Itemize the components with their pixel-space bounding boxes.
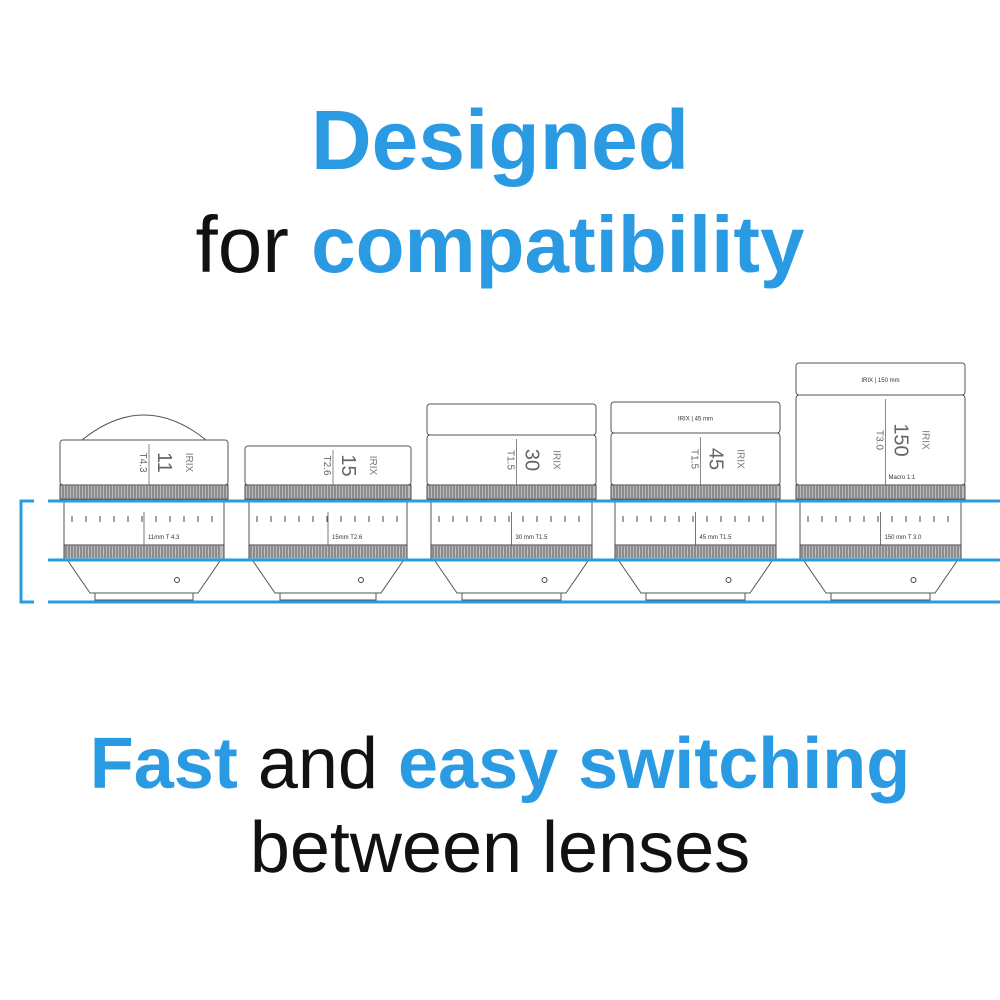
lens-lineup-illustration: 11 T4.3 IRIX 11mm T 4.3 15 T2.6 IRIX 15mm T2.6 3…	[19, 362, 1000, 604]
focal-length-label: 11	[153, 452, 175, 473]
lens-mount-taper	[252, 560, 404, 594]
macro-label: Macro 1:1	[889, 475, 916, 481]
headline-compatibility: for compatibility	[0, 205, 1000, 285]
headline-line2-emphasis: compatibility	[311, 200, 805, 289]
focus-gear	[244, 484, 412, 500]
t-stop-label: T1.5	[689, 449, 700, 469]
t-stop-label: T1.5	[505, 450, 516, 470]
lens-mount-taper	[618, 560, 773, 594]
lens-45mm: IRIX | 45 mm 45 T1.5 IRIX 45 mm T1.5	[610, 401, 781, 601]
lens-mount	[461, 592, 562, 601]
t-stop-label: T4.3	[137, 452, 148, 472]
lens-15mm: 15 T2.6 IRIX 15mm T2.6	[244, 445, 412, 601]
lens-mount-taper	[803, 560, 958, 594]
lens-mount	[645, 592, 746, 601]
lens-30mm: 30 T1.5 IRIX 30 mm T1.5	[426, 403, 597, 601]
lens-mount-taper	[434, 560, 589, 594]
brand-label: IRIX	[920, 430, 931, 450]
headline-line2-prefix: for	[195, 200, 289, 289]
bracket	[19, 499, 34, 604]
headline-line1: Designed	[310, 93, 690, 187]
lens-mount-taper	[67, 560, 221, 594]
mount-screw	[541, 577, 548, 583]
headline-fast: Fast	[89, 724, 238, 804]
lens-150mm: IRIX | 150 mm 150 T3.0 IRIX Macro 1:1 150 mm …	[795, 362, 966, 601]
headline-between-lenses: between lenses	[0, 812, 1000, 884]
barrel-label: 150 mm T 3.0	[885, 535, 922, 541]
lens-hood	[426, 403, 597, 436]
headline-fast-switching: Fast and easy switching	[0, 728, 1000, 800]
headline-easy-switching: easy switching	[398, 724, 911, 804]
lens-mount	[830, 592, 931, 601]
lens-11mm: 11 T4.3 IRIX 11mm T 4.3	[59, 414, 229, 601]
hood-label: IRIX | 150 mm	[861, 378, 899, 384]
t-stop-label: T2.6	[321, 455, 332, 475]
mount-screw	[358, 577, 364, 583]
lens-mount	[279, 592, 377, 601]
hood-label: IRIX | 45 mm	[678, 417, 713, 423]
barrel-label: 15mm T2.6	[332, 535, 363, 541]
focal-length-label: 150	[890, 423, 912, 456]
mount-screw	[910, 577, 917, 583]
brand-label: IRIX	[183, 453, 194, 473]
brand-label: IRIX	[551, 450, 562, 470]
barrel-label: 45 mm T1.5	[700, 535, 733, 541]
t-stop-label: T3.0	[874, 430, 885, 450]
headline-and: and	[257, 724, 378, 804]
brand-label: IRIX	[735, 449, 746, 469]
focal-length-label: 45	[705, 448, 727, 470]
barrel-label: 11mm T 4.3	[148, 535, 180, 541]
headline-line4: between lenses	[249, 808, 751, 888]
headline-designed: Designed	[0, 98, 1000, 182]
lens-mount	[94, 592, 194, 601]
mount-screw	[174, 577, 180, 583]
focal-length-label: 15	[337, 454, 359, 476]
front-element-dome	[81, 414, 207, 441]
mount-screw	[725, 577, 732, 583]
brand-label: IRIX	[367, 456, 378, 476]
focal-length-label: 30	[521, 449, 543, 471]
barrel-label: 30 mm T1.5	[516, 535, 549, 541]
